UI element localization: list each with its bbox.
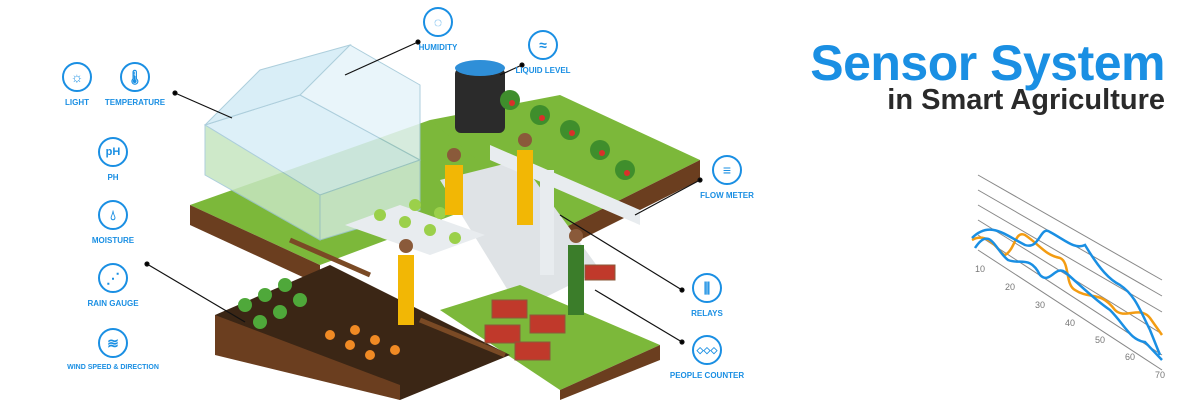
- x-tick-label: 20: [1005, 282, 1015, 292]
- waves-icon: ≈: [528, 30, 558, 60]
- relay-icon: ⫼: [692, 273, 722, 303]
- sensor-liquid-level: ≈ LIQUID LEVEL: [483, 30, 603, 75]
- path: [440, 160, 600, 310]
- flow-icon: ≡: [712, 155, 742, 185]
- droplet-icon: 💧︎: [98, 200, 128, 230]
- sensor-rain-gauge: ⋰ RAIN GAUGE: [53, 263, 173, 308]
- sensor-label: FLOW METER: [700, 191, 754, 200]
- gridline: [977, 249, 1163, 371]
- sensor-label: PH: [107, 173, 119, 182]
- vertical-planter: [540, 170, 554, 275]
- x-tick-label: 10: [975, 264, 985, 274]
- gridline: [977, 174, 1163, 281]
- sensor-label: PEOPLE COUNTER: [669, 371, 745, 380]
- x-tick-label: 50: [1095, 335, 1105, 345]
- sensor-ph: pH PH: [53, 137, 173, 182]
- rain-icon: ⋰: [98, 263, 128, 293]
- sensor-people-counter: ◇◇◇ PEOPLE COUNTER: [647, 335, 767, 380]
- farmers: [398, 133, 584, 325]
- thermometer-icon: 🌡︎: [120, 62, 150, 92]
- sensor-flow-meter: ≡ FLOW METER: [667, 155, 787, 200]
- series-blue-1: [971, 228, 1162, 356]
- fence: [288, 237, 372, 278]
- sensor-light: ☼ LIGHT: [17, 62, 137, 107]
- series-orange: [971, 233, 1164, 336]
- tomato-crates: [484, 264, 616, 361]
- humidity-icon: ◌: [423, 7, 453, 37]
- sensor-label: MOISTURE: [91, 236, 135, 245]
- soil-field: [215, 265, 510, 400]
- sensor-label: HUMIDITY: [418, 43, 458, 52]
- greenhouse: [203, 44, 422, 241]
- sensor-wind: ≋ WIND SPEED & DIRECTION: [53, 328, 173, 371]
- pointer-lines: [144, 39, 703, 345]
- sensor-relays: ⫼ RELAYS: [647, 273, 767, 318]
- x-tick-label: 60: [1125, 352, 1135, 362]
- title: Sensor System: [810, 35, 1165, 91]
- water-tank: [455, 60, 505, 133]
- decorative-line-chart: 10 20 30 40 50 60 70: [971, 174, 1165, 380]
- sensor-label: LIGHT: [65, 98, 89, 107]
- sun-icon: ☼: [62, 62, 92, 92]
- x-tick-label: 70: [1155, 370, 1165, 380]
- sensor-temperature: 🌡︎ TEMPERATURE: [75, 62, 195, 107]
- x-tick-label: 30: [1035, 300, 1045, 310]
- sensor-moisture: 💧︎ MOISTURE: [53, 200, 173, 245]
- series-blue-2: [973, 237, 1163, 361]
- people-counter-icon: ◇◇◇: [692, 335, 722, 365]
- sensor-label: RAIN GAUGE: [87, 299, 139, 308]
- sensor-label: TEMPERATURE: [104, 98, 166, 107]
- subtitle: in Smart Agriculture: [887, 84, 1165, 116]
- sensor-label: RELAYS: [691, 309, 723, 318]
- ph-icon: pH: [98, 137, 128, 167]
- sensor-label: WIND SPEED & DIRECTION: [67, 364, 159, 371]
- wind-icon: ≋: [98, 328, 128, 358]
- vegetable-rows: [238, 278, 400, 360]
- sensor-label: LIQUID LEVEL: [515, 66, 571, 75]
- lettuce-tables: [345, 199, 485, 255]
- sensor-humidity: ◌ HUMIDITY: [378, 7, 498, 52]
- x-tick-label: 40: [1065, 318, 1075, 328]
